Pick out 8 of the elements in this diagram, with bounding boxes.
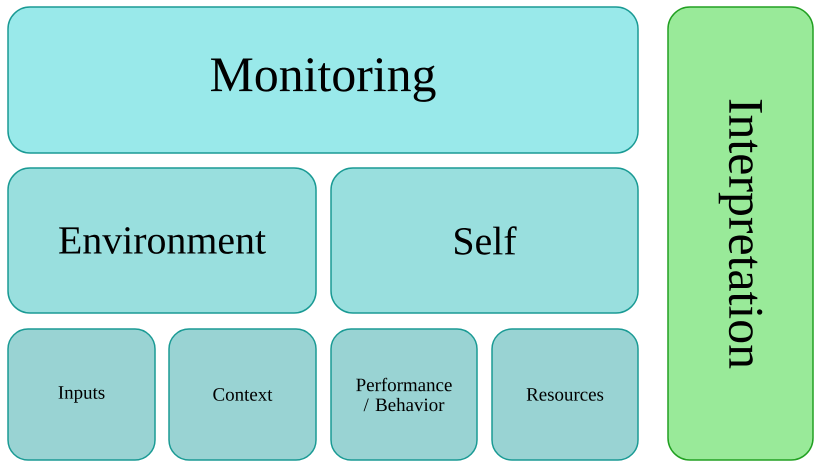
rounded-box: Monitoring bbox=[7, 6, 639, 154]
rounded-box: Performance / Behavior bbox=[330, 328, 478, 461]
rounded-box: Context bbox=[168, 328, 317, 461]
rounded-box: Resources bbox=[491, 328, 639, 461]
rounded-box: Self bbox=[330, 167, 639, 314]
rounded-box: Environment bbox=[7, 167, 317, 314]
rounded-box: Inputs bbox=[7, 328, 156, 461]
rounded-box: Interpretation bbox=[667, 6, 814, 461]
